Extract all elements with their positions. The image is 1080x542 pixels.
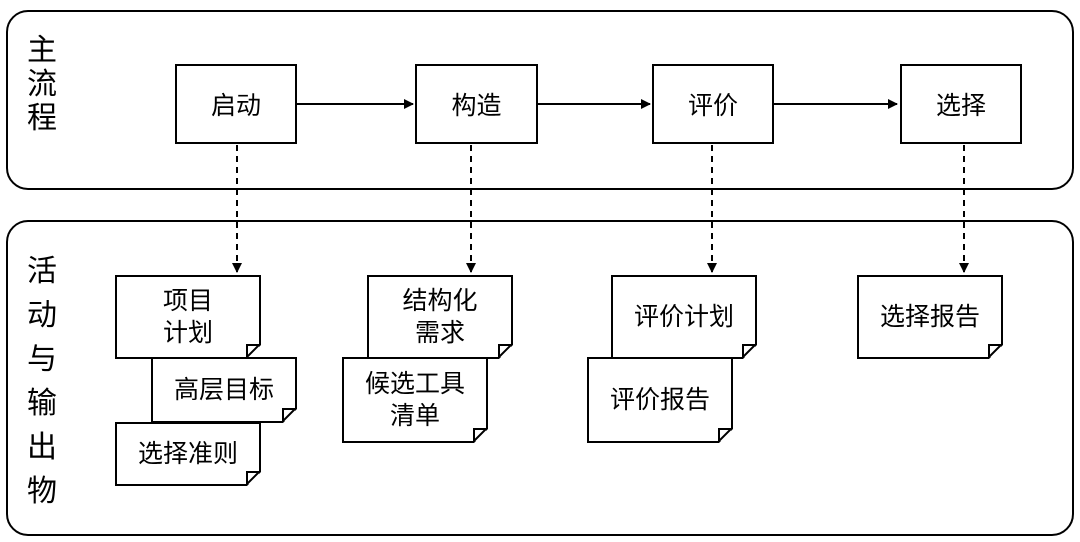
- doc-selection-criteria: 选择准则: [115, 422, 261, 486]
- page-fold: [717, 427, 733, 443]
- doc-evaluation-plan: 评价计划: [611, 275, 757, 359]
- doc-selection-report-label: 选择报告: [879, 302, 980, 331]
- page-fold: [472, 427, 488, 443]
- doc-selection-criteria-label: 选择准则: [137, 439, 238, 468]
- page-fold: [741, 343, 757, 359]
- activity-output-lane-label: 活 动 与 输 出 物: [27, 254, 57, 509]
- page-fold: [245, 470, 261, 486]
- page-fold: [245, 343, 261, 359]
- doc-structured-requirements: 结构化 需求: [367, 275, 513, 359]
- doc-candidate-tool-list-label: 候选工具 清单: [364, 369, 465, 430]
- page-fold: [497, 343, 513, 359]
- step-select-label: 选择: [935, 91, 986, 120]
- main-process-lane-label: 主 流 程: [27, 33, 57, 136]
- step-construct-label: 构造: [451, 91, 502, 120]
- doc-evaluation-report: 评价报告: [587, 357, 733, 443]
- doc-evaluation-plan-label: 评价计划: [633, 302, 734, 331]
- doc-candidate-tool-list: 候选工具 清单: [342, 357, 488, 443]
- doc-selection-report: 选择报告: [857, 275, 1003, 359]
- step-start: 启动: [175, 64, 297, 144]
- page-fold: [987, 343, 1003, 359]
- step-construct: 构造: [415, 64, 538, 144]
- doc-high-level-goals-label: 高层目标: [173, 375, 274, 404]
- step-start-label: 启动: [210, 91, 261, 120]
- step-evaluate-label: 评价: [687, 91, 738, 120]
- doc-evaluation-report-label: 评价报告: [609, 385, 710, 414]
- step-evaluate: 评价: [652, 64, 774, 144]
- step-select: 选择: [900, 64, 1022, 144]
- doc-project-plan-label: 项目 计划: [162, 286, 213, 347]
- page-fold: [281, 407, 297, 423]
- doc-structured-requirements-label: 结构化 需求: [402, 286, 478, 347]
- doc-high-level-goals: 高层目标: [151, 357, 297, 423]
- doc-project-plan: 项目 计划: [115, 275, 261, 359]
